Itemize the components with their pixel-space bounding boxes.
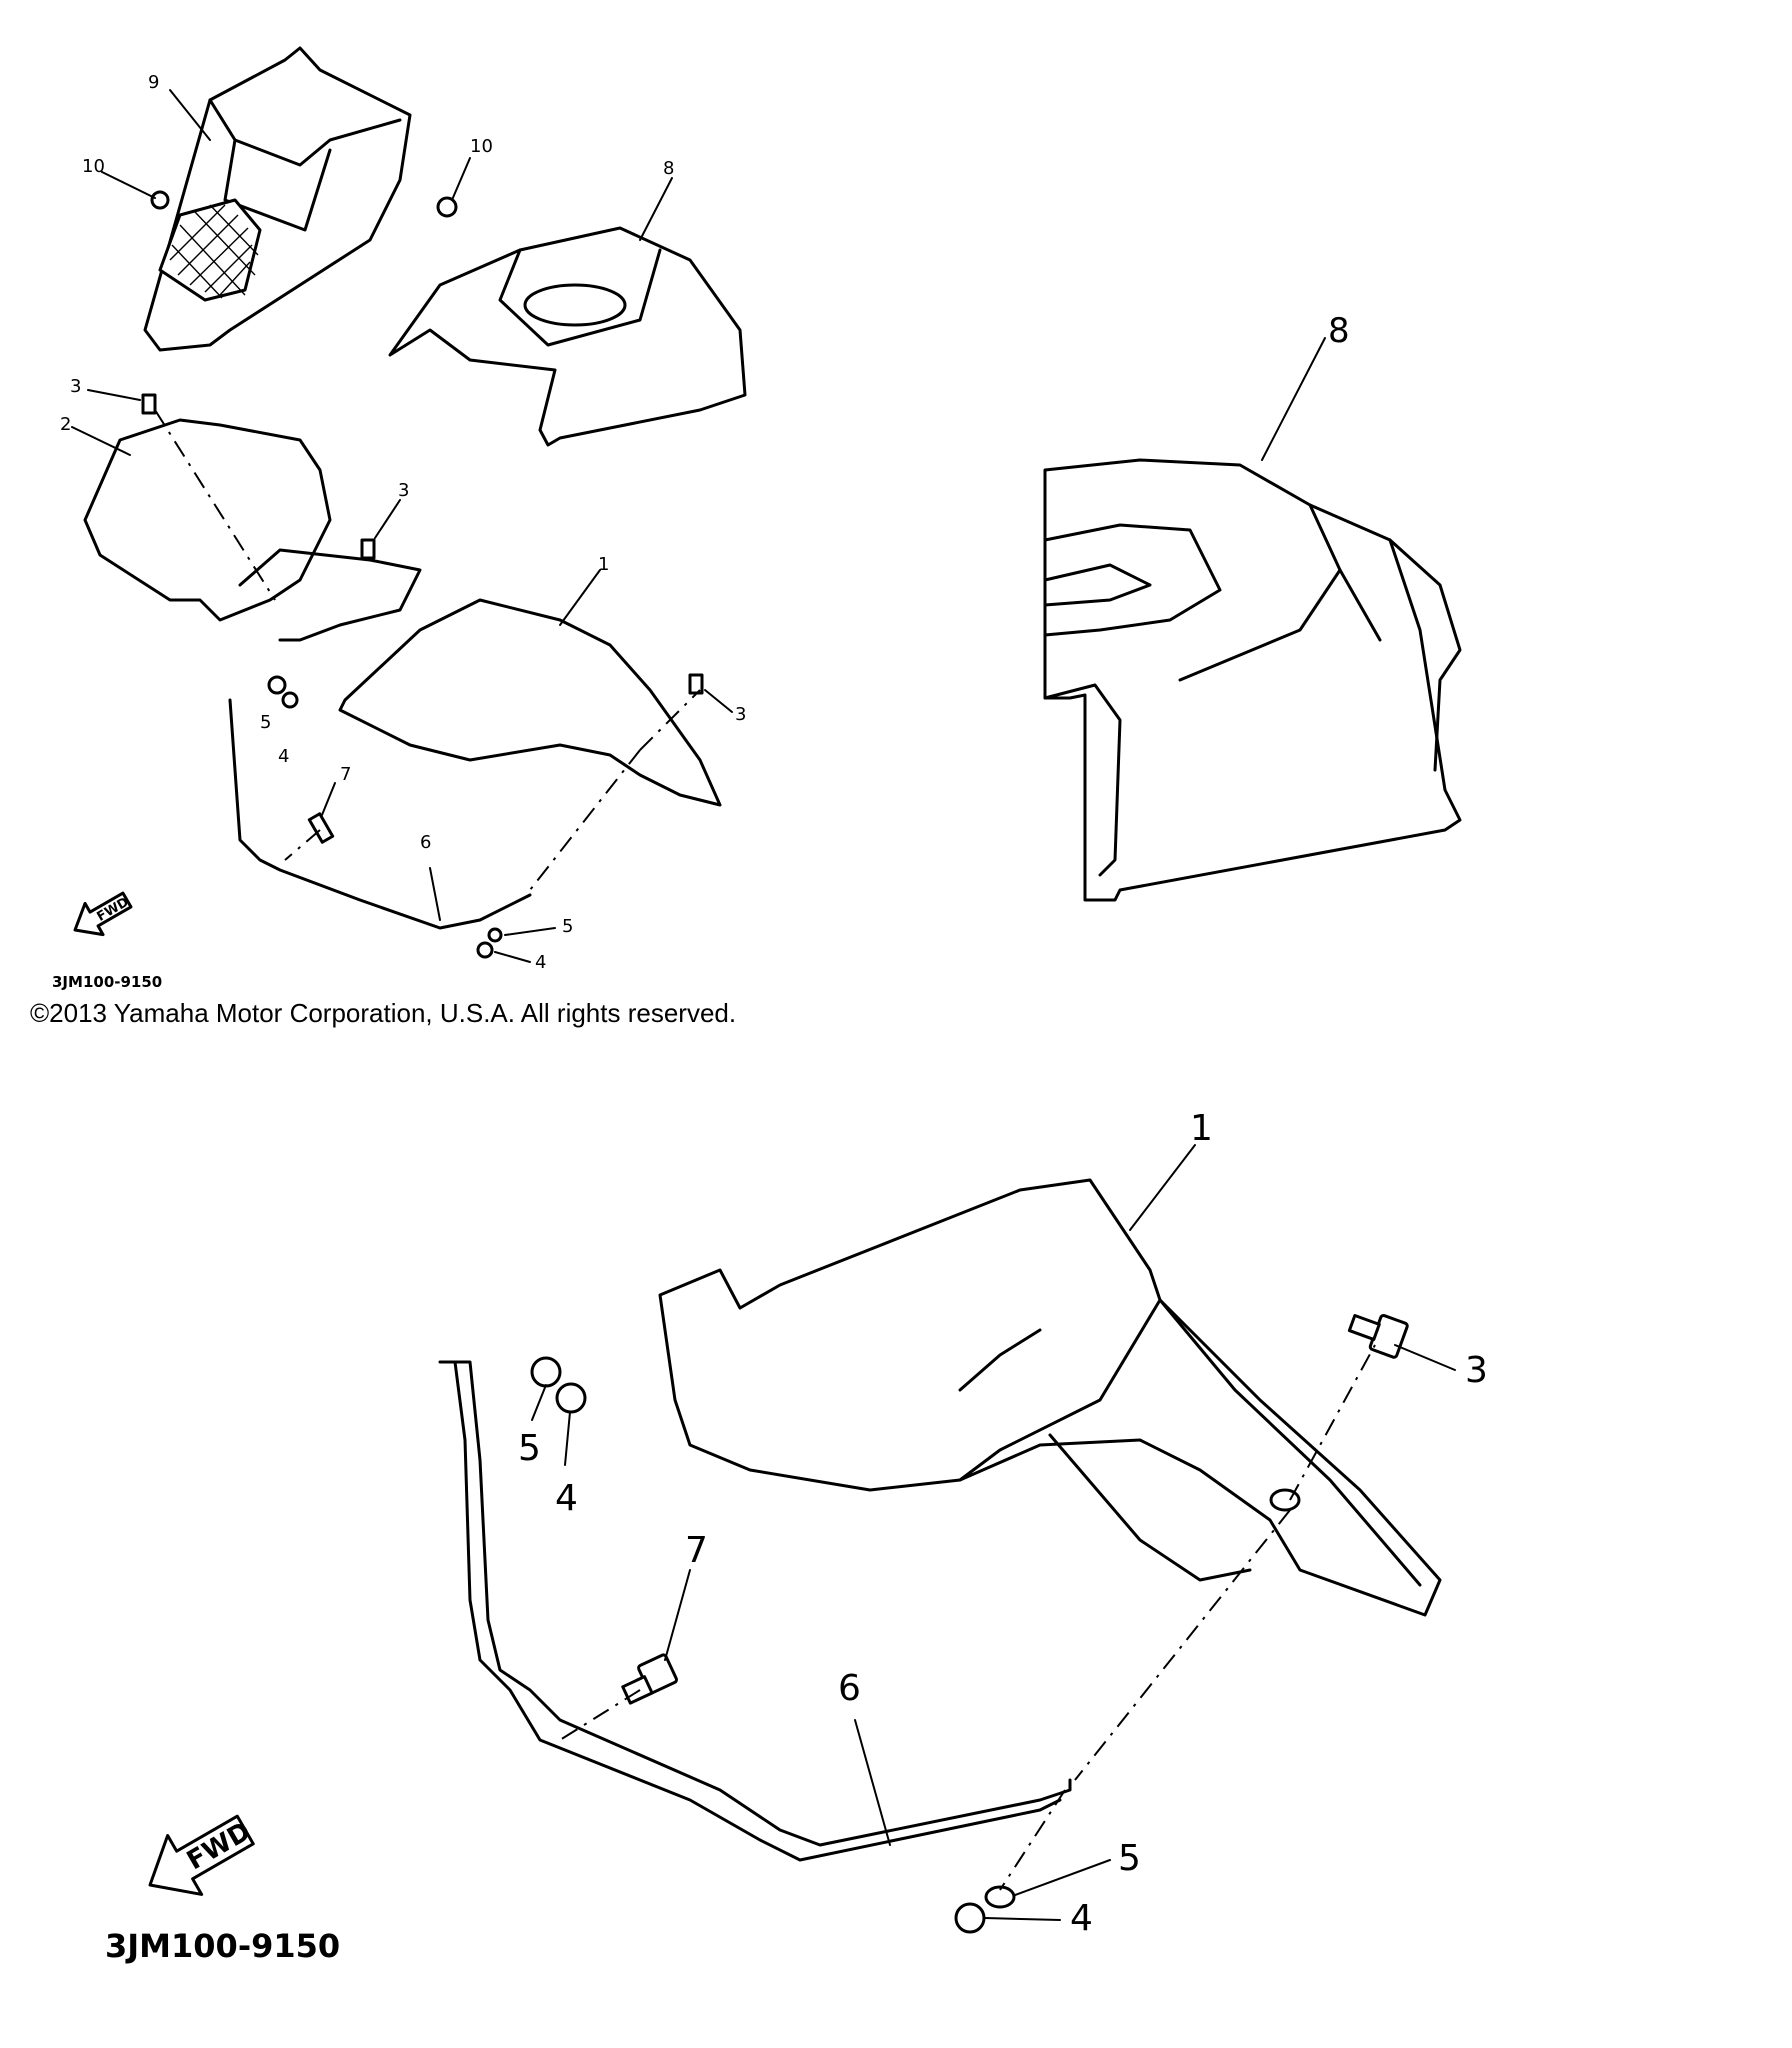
overview-diagram: 9 10 10 8 3 2 3 1 3 5 4 7 6 5 4 FWD 3JM1…	[0, 0, 900, 1000]
detail-callout-8: 8	[1328, 311, 1350, 351]
centerline	[529, 749, 641, 891]
detail-cover-svg: 8	[1043, 311, 1462, 902]
callout-5-top: 5	[260, 712, 271, 733]
callout-4-top: 4	[278, 746, 289, 767]
detail-nut-upper	[555, 1382, 587, 1414]
callout-8: 8	[663, 158, 674, 179]
callout-3-upper: 3	[70, 376, 81, 397]
detail-callout-4-lower: 4	[1070, 1898, 1093, 1939]
fender-part	[338, 598, 722, 807]
detail-fender-svg: 1 3 5 4 7 6 5 4 FWD 3JM100-9150	[105, 1108, 1488, 1965]
stay-part	[228, 698, 532, 930]
detail-stay-part	[453, 1360, 1072, 1847]
bolt-mid	[360, 538, 376, 560]
callout-3-right: 3	[735, 704, 746, 725]
callout-2: 2	[60, 414, 71, 435]
detail-cover-diagram: 8	[1040, 300, 1540, 920]
leader-lines	[71, 89, 733, 963]
diagram-code: 3JM100-9150	[52, 973, 162, 991]
detail-callout-1: 1	[1190, 1108, 1213, 1149]
detail-callout-5-lower: 5	[1118, 1838, 1141, 1879]
washer-top	[267, 675, 287, 695]
centerline	[639, 689, 701, 751]
bolt-upper	[141, 393, 157, 415]
callout-10-right: 10	[470, 136, 493, 157]
detail-centerline	[1074, 1509, 1291, 1781]
detail-diagram-code: 3JM100-9150	[105, 1927, 340, 1965]
centerline	[284, 829, 321, 861]
copyright-text: ©2013 Yamaha Motor Corporation, U.S.A. A…	[30, 998, 737, 1028]
callout-6: 6	[420, 832, 431, 853]
detail-callout-7: 7	[685, 1530, 708, 1571]
fwd-arrow-icon: FWD	[73, 891, 133, 937]
detail-nut-lower	[954, 1902, 986, 1934]
bolt-part	[307, 812, 335, 844]
flap-part	[83, 418, 422, 642]
callout-1: 1	[598, 554, 609, 575]
detail-centerline	[1289, 1344, 1376, 1501]
callout-3-mid: 3	[398, 480, 409, 501]
nut-bottom	[476, 941, 494, 959]
detail-callout-4-upper: 4	[555, 1478, 578, 1519]
screw-right	[436, 196, 458, 218]
leader-8	[1261, 337, 1326, 461]
detail-bolt-7	[621, 1653, 678, 1705]
centerline	[154, 409, 276, 601]
cover-part	[388, 226, 747, 447]
detail-washer-lower	[984, 1885, 1016, 1909]
callout-9: 9	[148, 72, 159, 93]
detail-callout-3: 3	[1465, 1350, 1488, 1391]
screw-left	[150, 190, 170, 210]
grille-mesh	[169, 204, 259, 299]
nut-top	[281, 691, 299, 709]
detail-leader-lines	[531, 1144, 1456, 1921]
front-panel-part	[143, 46, 412, 352]
callout-5-bottom: 5	[562, 916, 573, 937]
detail-centerline	[559, 1689, 641, 1741]
callout-4-bottom: 4	[535, 952, 546, 973]
overview-svg: 9 10 10 8 3 2 3 1 3 5 4 7 6 5 4 FWD 3JM1…	[52, 46, 747, 991]
detail-stay-edge	[438, 1360, 1062, 1862]
washer-bottom	[487, 927, 503, 943]
detail-callout-5-upper: 5	[518, 1428, 541, 1469]
detail-fender-part	[658, 1178, 1442, 1617]
callout-7: 7	[340, 764, 351, 785]
detail-fender-diagram: 1 3 5 4 7 6 5 4 FWD 3JM100-9150	[0, 1100, 1792, 2048]
detail-washer-upper	[530, 1356, 562, 1388]
detail-fwd-arrow-icon: FWD	[148, 1814, 256, 1896]
detail-callout-6: 6	[838, 1668, 861, 1709]
detail-bolt-3	[1347, 1314, 1409, 1359]
callout-10-left: 10	[82, 156, 105, 177]
